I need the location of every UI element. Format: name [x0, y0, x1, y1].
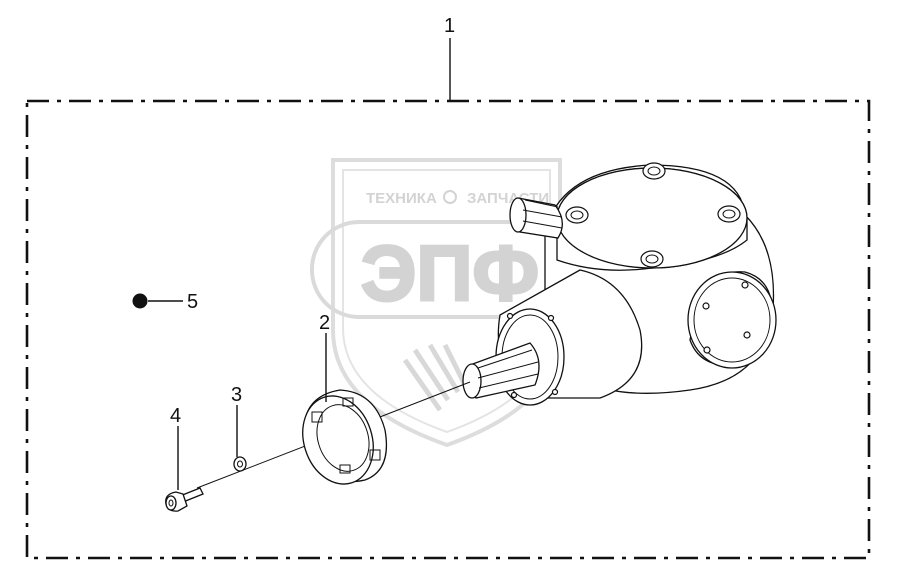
gearbox	[462, 162, 777, 406]
watermark-logo: ТЕХНИКА ЗАПЧАСТИ ЭПФ	[310, 158, 586, 448]
watermark-wheat-icon	[402, 343, 468, 412]
item-3-washer	[233, 456, 247, 472]
callout-2: 2	[319, 312, 330, 334]
callout-5: 5	[187, 291, 198, 313]
callout-3: 3	[231, 384, 242, 406]
item-5-marker	[132, 293, 148, 309]
bolt-hole-left	[565, 206, 589, 224]
bolt-hole-top	[642, 162, 666, 180]
bolt-hole-right	[717, 205, 741, 223]
item-4-bolt	[165, 487, 204, 512]
assembly-boundary	[25, 99, 871, 560]
watermark-gear-icon	[443, 190, 457, 204]
bolt-hole-bottom	[640, 250, 664, 268]
item-2-ring	[302, 389, 388, 485]
callout-4: 4	[170, 405, 181, 427]
watermark-top-left: ТЕХНИКА	[366, 190, 437, 207]
callout-1: 1	[444, 15, 455, 37]
watermark-big-text: ЭПФ	[361, 229, 539, 317]
